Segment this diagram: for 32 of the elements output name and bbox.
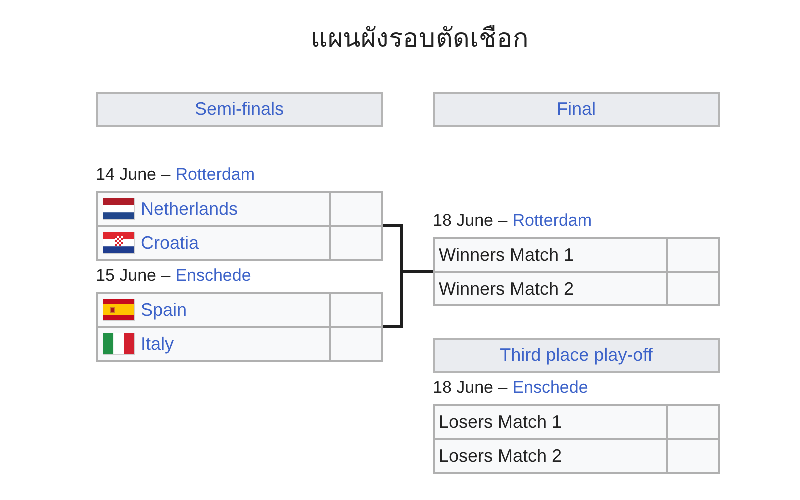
- slot-row: [435, 406, 718, 440]
- round-header: [433, 92, 720, 127]
- bracket-line: [383, 270, 433, 328]
- slot-name: Winners Match 2: [439, 279, 574, 299]
- diagram-title: แผนผังรอบตัดเชือก: [311, 23, 529, 56]
- team-row: [98, 193, 381, 227]
- venue-link: Enschede: [176, 266, 252, 286]
- match-date: 14 June –: [96, 165, 171, 185]
- slot-row: [435, 239, 718, 273]
- team-row: [98, 294, 381, 328]
- venue-link: Rotterdam: [176, 165, 256, 185]
- slot-name: Losers Match 1: [439, 412, 562, 432]
- match-date: 18 June –: [433, 378, 508, 398]
- team-link: Spain: [141, 300, 188, 320]
- match-table: [96, 292, 383, 362]
- slot-name: Winners Match 1: [439, 245, 574, 265]
- round-header: [96, 92, 383, 127]
- match-table: [433, 404, 720, 474]
- slot-name: Losers Match 2: [439, 446, 562, 466]
- team-link: Italy: [141, 334, 174, 354]
- round-link: Final: [556, 99, 596, 120]
- match-table: [96, 191, 383, 261]
- round-link: Third place play-off: [500, 345, 653, 366]
- match-date: 18 June –: [433, 211, 508, 231]
- venue-link: Rotterdam: [512, 211, 592, 231]
- match-table: [433, 237, 720, 306]
- round-link: Semi-finals: [194, 99, 284, 120]
- team-link: Croatia: [141, 233, 200, 253]
- match-date: 15 June –: [96, 266, 171, 286]
- team-link: Netherlands: [141, 199, 238, 219]
- round-header: [433, 338, 720, 373]
- venue-link: Enschede: [512, 378, 588, 398]
